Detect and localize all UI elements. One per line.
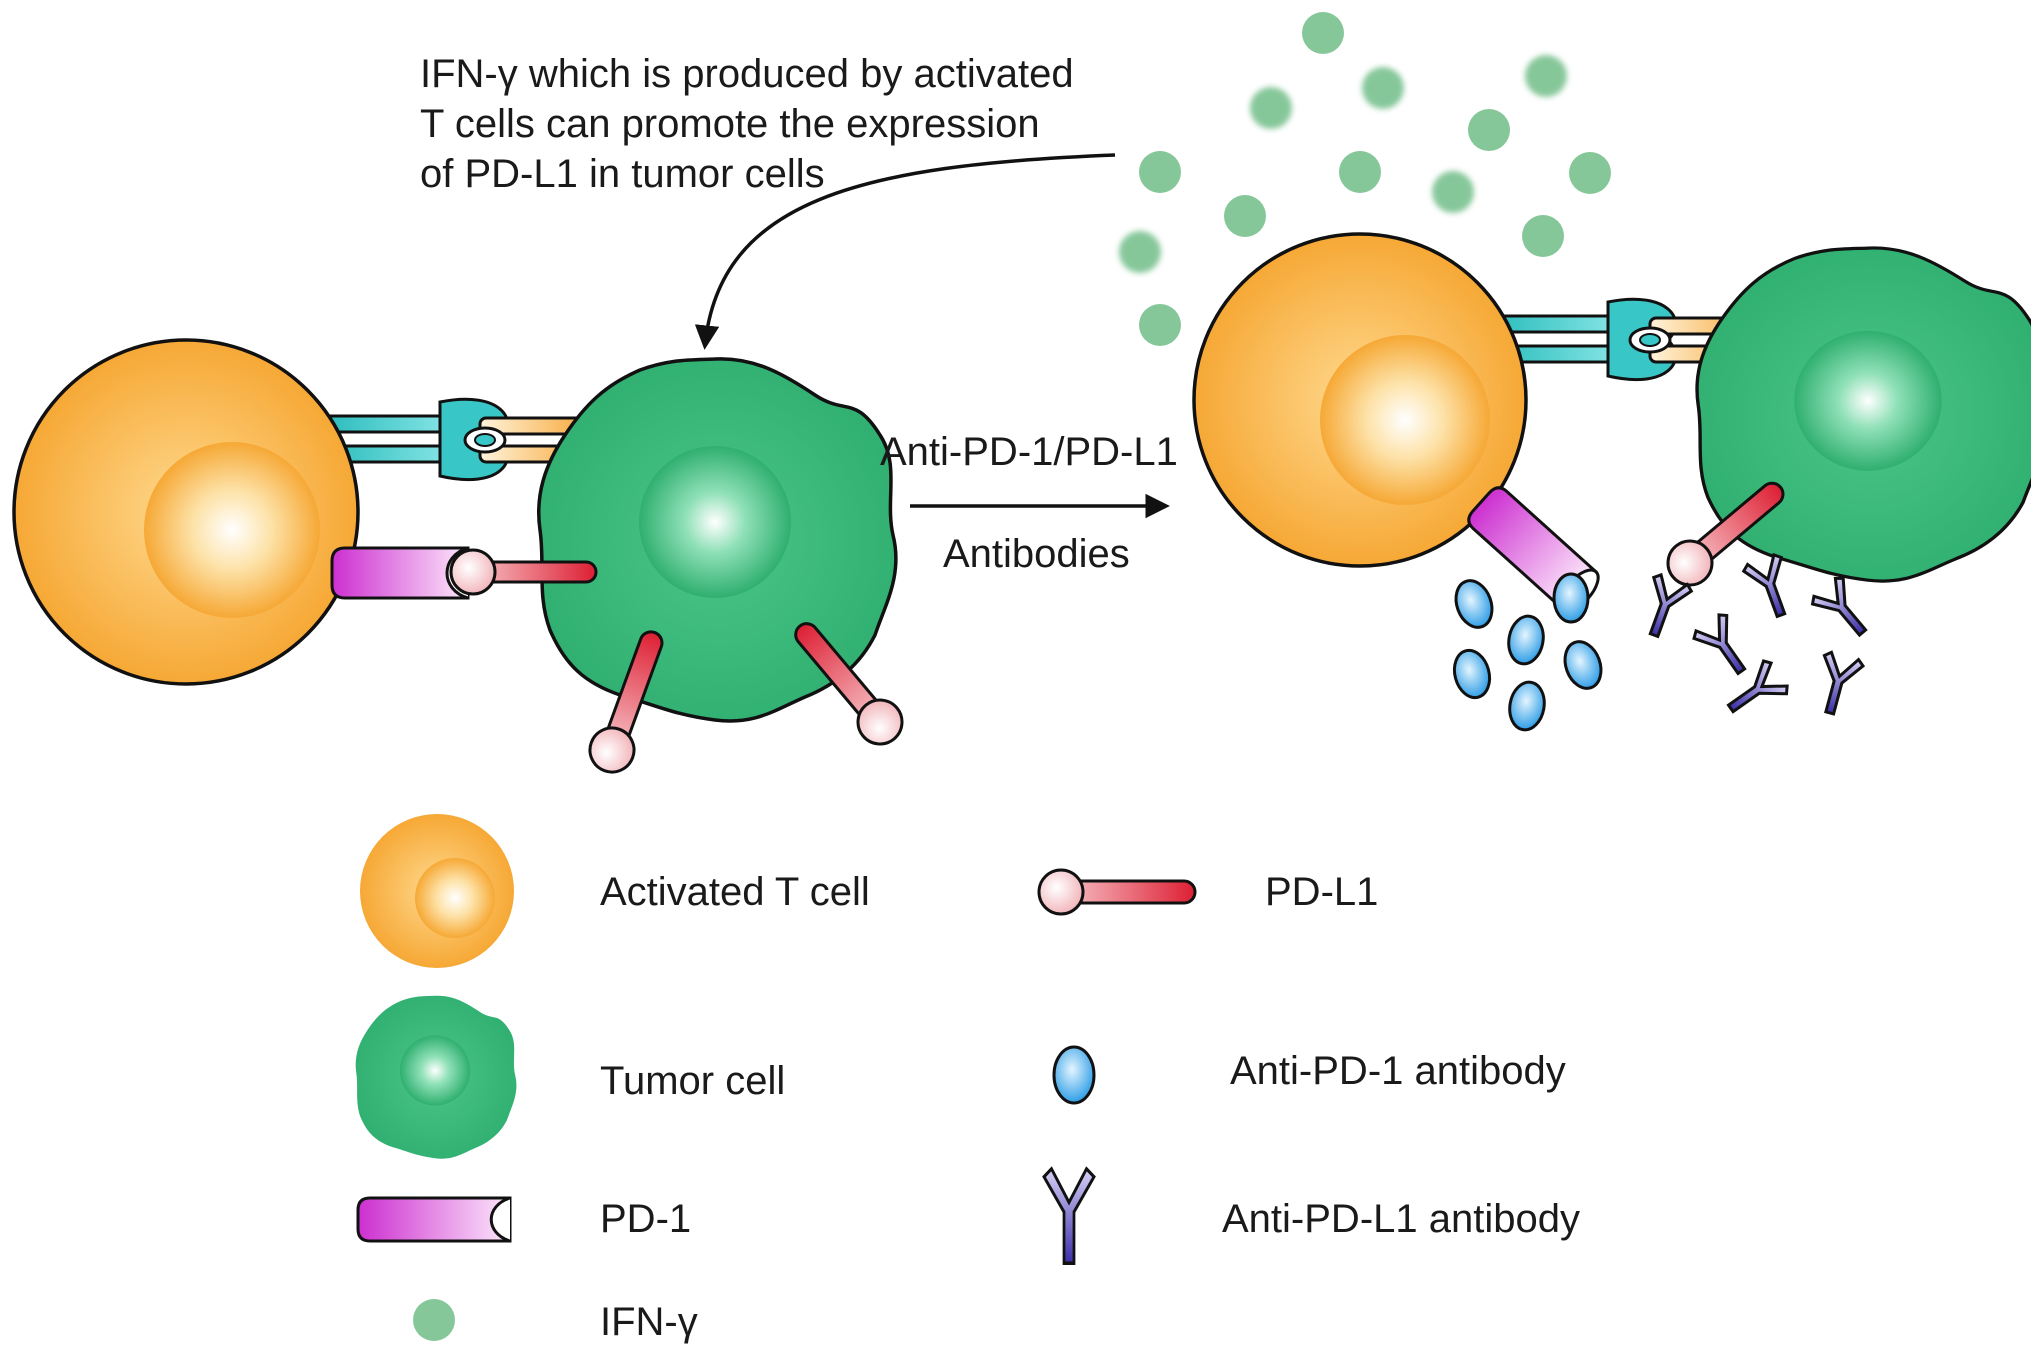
ifn-gamma-icon bbox=[413, 1299, 455, 1341]
pd-l1-free-right bbox=[1666, 481, 1785, 587]
activated-t-cell-right bbox=[1192, 232, 1528, 568]
pd-l1-free-left-b bbox=[794, 622, 904, 746]
pd-1-icon bbox=[356, 1196, 512, 1243]
caption-line-1: IFN-γ which is produced by activated bbox=[420, 52, 1074, 96]
legend-item-pd-1: PD-1 bbox=[356, 1196, 691, 1243]
legend-item-ifn-gamma: IFN-γ bbox=[413, 1299, 698, 1344]
pd-l1-bound-left bbox=[449, 548, 598, 596]
tumor-cell-right bbox=[1695, 246, 2031, 583]
legend-label-pd-l1: PD-L1 bbox=[1265, 870, 1378, 914]
caption-line-2: T cells can promote the expression bbox=[420, 102, 1040, 146]
legend-item-anti-pd-1-antibody: Anti-PD-1 antibody bbox=[1052, 1045, 1566, 1105]
activated-t-cell-left bbox=[12, 338, 360, 686]
anti-pd-l1-antibodies-right bbox=[1648, 552, 1868, 716]
legend-label-ifn-gamma: IFN-γ bbox=[600, 1300, 698, 1344]
legend-label-pd-1: PD-1 bbox=[600, 1197, 691, 1241]
legend-label-tumor-cell: Tumor cell bbox=[600, 1059, 785, 1103]
ifn-effect-arrow bbox=[694, 153, 1116, 350]
legend: Activated T cell Tumor cell PD-1 IFN-γ bbox=[355, 814, 1580, 1344]
pd-l1-icon bbox=[1037, 868, 1197, 916]
activated-t-cell-icon bbox=[360, 814, 514, 968]
legend-label-activated-t-cell: Activated T cell bbox=[600, 870, 870, 914]
anti-pd-l1-antibody-icon bbox=[1042, 1166, 1096, 1265]
anti-pd-1-antibodies-right bbox=[1452, 572, 1603, 732]
treatment-arrow: Anti-PD-1/PD-L1 Antibodies bbox=[880, 430, 1178, 576]
tcr-mhc-complex-right bbox=[1478, 297, 1757, 382]
anti-pd-1-antibody-icon bbox=[1052, 1045, 1096, 1105]
treatment-arrow-bottom-label: Antibodies bbox=[943, 532, 1130, 576]
pd-1-left bbox=[330, 546, 470, 600]
legend-item-tumor-cell: Tumor cell bbox=[355, 995, 785, 1159]
legend-item-pd-l1: PD-L1 bbox=[1037, 868, 1378, 916]
legend-item-anti-pd-l1-antibody: Anti-PD-L1 antibody bbox=[1042, 1166, 1580, 1265]
caption-line-3: of PD-L1 in tumor cells bbox=[420, 152, 825, 196]
tumor-cell-icon bbox=[355, 995, 517, 1159]
legend-label-anti-pd-l1-antibody: Anti-PD-L1 antibody bbox=[1222, 1197, 1580, 1241]
ifn-gamma-cloud bbox=[1119, 12, 1611, 346]
legend-item-activated-t-cell: Activated T cell bbox=[360, 814, 870, 968]
pd-l1-free-left-a bbox=[588, 630, 664, 774]
legend-label-anti-pd-1-antibody: Anti-PD-1 antibody bbox=[1230, 1049, 1566, 1093]
treatment-arrow-top-label: Anti-PD-1/PD-L1 bbox=[880, 430, 1178, 474]
tumor-cell-left bbox=[536, 357, 898, 723]
left-scene bbox=[12, 338, 904, 774]
right-scene bbox=[1192, 232, 2031, 732]
